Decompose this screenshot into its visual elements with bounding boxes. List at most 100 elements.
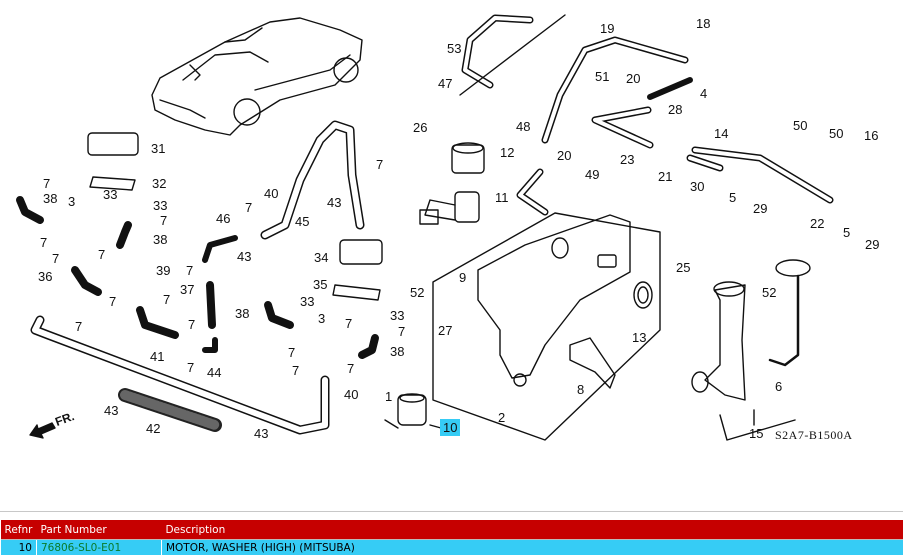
callout-16[interactable]: 16 [864,128,879,143]
callout-7[interactable]: 7 [98,247,106,262]
callout-7[interactable]: 7 [52,251,60,266]
callout-7[interactable]: 7 [398,324,406,339]
callout-26[interactable]: 26 [413,120,428,135]
callout-35[interactable]: 35 [313,277,328,292]
callout-51[interactable]: 51 [595,69,610,84]
callout-36[interactable]: 36 [38,269,53,284]
row-refnr: 10 [0,539,37,555]
callout-1[interactable]: 1 [385,389,393,404]
header-description: Description [161,520,903,540]
callout-33[interactable]: 33 [390,308,405,323]
front-arrow-icon [29,422,56,439]
callout-46[interactable]: 46 [216,211,231,226]
callout-7[interactable]: 7 [43,176,51,191]
callout-43[interactable]: 43 [327,195,342,210]
callout-31[interactable]: 31 [151,141,166,156]
callout-3[interactable]: 3 [68,194,76,209]
callout-52[interactable]: 52 [410,285,425,300]
callout-7[interactable]: 7 [160,213,168,228]
divider [0,511,903,512]
callout-47[interactable]: 47 [438,76,453,91]
callout-28[interactable]: 28 [668,102,683,117]
callout-3[interactable]: 3 [318,311,326,326]
header-part-number: Part Number [36,520,162,540]
callout-20[interactable]: 20 [557,148,572,163]
callout-49[interactable]: 49 [585,167,600,182]
callout-38[interactable]: 38 [390,344,405,359]
callout-29[interactable]: 29 [753,201,768,216]
callout-38[interactable]: 38 [43,191,58,206]
callout-12[interactable]: 12 [500,145,515,160]
callout-25[interactable]: 25 [676,260,691,275]
callout-34[interactable]: 34 [314,250,329,265]
callout-29[interactable]: 29 [865,237,880,252]
table-row[interactable]: 10 76806-SL0-E01 MOTOR, WASHER (HIGH) (M… [0,539,903,555]
callout-13[interactable]: 13 [632,330,647,345]
callout-15[interactable]: 15 [749,426,764,441]
callout-6[interactable]: 6 [775,379,783,394]
callout-7[interactable]: 7 [109,294,117,309]
callout-7[interactable]: 7 [347,361,355,376]
callout-19[interactable]: 19 [600,21,615,36]
callout-5[interactable]: 5 [729,190,737,205]
callout-9[interactable]: 9 [459,270,467,285]
callout-43[interactable]: 43 [254,426,269,441]
callout-7[interactable]: 7 [188,317,196,332]
callout-42[interactable]: 42 [146,421,161,436]
callout-43[interactable]: 43 [237,249,252,264]
callout-21[interactable]: 21 [658,169,673,184]
callout-7[interactable]: 7 [245,200,253,215]
callout-52[interactable]: 52 [762,285,777,300]
callout-30[interactable]: 30 [690,179,705,194]
callout-41[interactable]: 41 [150,349,165,364]
header-refnr: Refnr [0,520,37,540]
callout-7[interactable]: 7 [40,235,48,250]
callout-33[interactable]: 33 [103,187,118,202]
callout-50[interactable]: 50 [829,126,844,141]
callout-23[interactable]: 23 [620,152,635,167]
callout-7[interactable]: 7 [292,363,300,378]
parts-table: Refnr Part Number Description 10 76806-S… [0,520,903,555]
parts-diagram: 53 19 18 47 51 20 4 28 26 48 14 50 50 16… [16,14,880,442]
callout-8[interactable]: 8 [577,382,585,397]
row-description: MOTOR, WASHER (HIGH) (MITSUBA) [160,539,903,555]
corrugated-hose [118,388,222,432]
callout-27[interactable]: 27 [438,323,453,338]
callout-40[interactable]: 40 [264,186,279,201]
callout-14[interactable]: 14 [714,126,729,141]
callout-38[interactable]: 38 [235,306,250,321]
callout-53[interactable]: 53 [447,41,462,56]
diagram-drawing [16,14,834,441]
row-part-number[interactable]: 76806-SL0-E01 [35,539,162,555]
callout-7[interactable]: 7 [288,345,296,360]
callout-33[interactable]: 33 [300,294,315,309]
callout-7[interactable]: 7 [75,319,83,334]
callout-7[interactable]: 7 [163,292,171,307]
callout-20[interactable]: 20 [626,71,641,86]
callout-7[interactable]: 7 [376,157,384,172]
callout-43[interactable]: 43 [104,403,119,418]
diagram-code: S2A7-B1500A [775,428,853,442]
washer-motor-high [397,394,427,426]
callout-7[interactable]: 7 [345,316,353,331]
car-illustration [151,17,363,136]
callout-18[interactable]: 18 [696,16,711,31]
callout-2[interactable]: 2 [498,410,506,425]
callout-22[interactable]: 22 [810,216,825,231]
callout-33[interactable]: 33 [153,198,168,213]
callout-37[interactable]: 37 [180,282,195,297]
callout-4[interactable]: 4 [700,86,708,101]
callout-44[interactable]: 44 [207,365,222,380]
callout-45[interactable]: 45 [295,214,310,229]
callout-32[interactable]: 32 [152,176,167,191]
callout-5[interactable]: 5 [843,225,851,240]
callout-7[interactable]: 7 [186,263,194,278]
callout-50[interactable]: 50 [793,118,808,133]
callout-38[interactable]: 38 [153,232,168,247]
callout-39[interactable]: 39 [156,263,171,278]
callout-10-highlighted[interactable]: 10 [440,419,461,436]
callout-7[interactable]: 7 [187,360,195,375]
callout-40[interactable]: 40 [344,387,359,402]
callout-11[interactable]: 11 [495,190,509,205]
callout-48[interactable]: 48 [516,119,531,134]
